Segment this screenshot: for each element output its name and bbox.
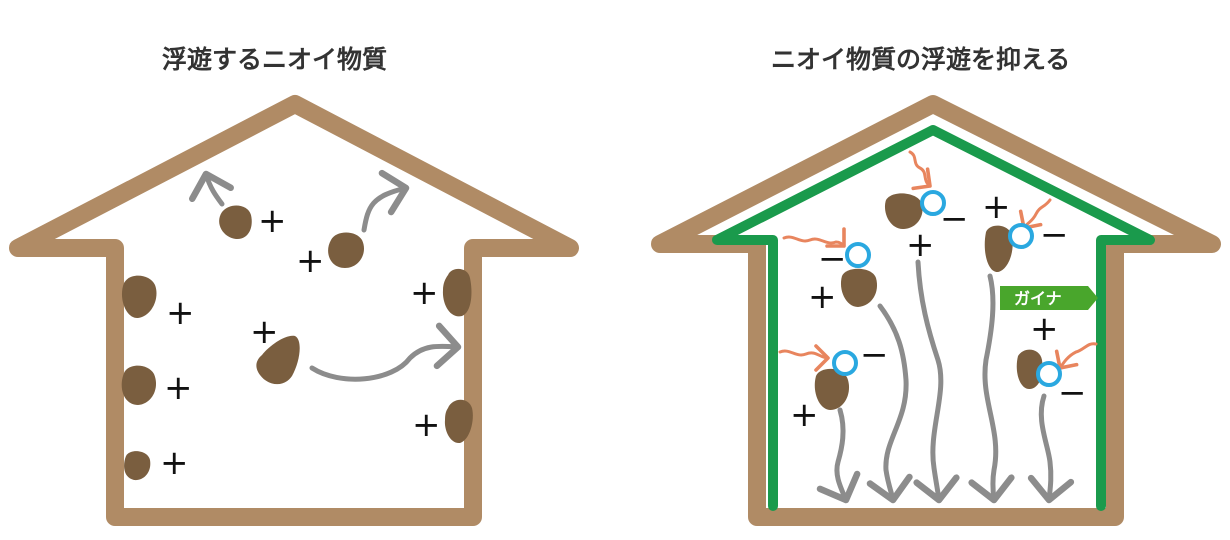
positive-charge: + <box>258 201 287 241</box>
ion-wave-arrow <box>1054 342 1098 370</box>
odor-particle <box>840 268 878 307</box>
odor-particle <box>814 368 850 410</box>
left-house <box>9 95 579 526</box>
right-odor-particles <box>814 193 1043 410</box>
right-negative-charges: − − − − − <box>818 199 1087 413</box>
positive-charge: + <box>790 395 819 435</box>
positive-charge: + <box>410 273 439 313</box>
negative-charge: − <box>940 199 969 239</box>
left-drift-arrows <box>189 169 462 382</box>
drift-arrow <box>361 169 410 233</box>
right-panel-title: ニオイ物質の浮遊を抑える <box>771 45 1071 74</box>
ion-wave-arrow <box>782 227 846 248</box>
positive-charge: + <box>1030 309 1059 349</box>
right-ion-waves <box>778 150 1098 372</box>
ion-wave-arrow <box>908 150 932 191</box>
odor-particle <box>328 232 365 268</box>
positive-charge: + <box>160 443 189 483</box>
left-odor-particles <box>121 205 473 481</box>
positive-charge: + <box>982 187 1011 227</box>
positive-charge: + <box>296 241 325 281</box>
settling-arrow <box>968 273 1015 504</box>
negative-charge: − <box>860 335 889 375</box>
negative-charge: − <box>1040 215 1069 255</box>
gaina-coating-layer <box>712 125 1155 511</box>
negative-ion-ring <box>845 242 871 268</box>
left-positive-charges: + + + + + + + + <box>160 201 441 483</box>
settling-arrow <box>866 303 913 504</box>
right-house <box>651 95 1221 526</box>
negative-charge: − <box>1058 373 1087 413</box>
ion-wave-arrow <box>778 344 830 372</box>
right-positive-charges: + + + + + <box>790 187 1059 435</box>
positive-charge: + <box>250 312 279 352</box>
positive-charge: + <box>164 368 193 408</box>
odor-particle <box>256 335 300 385</box>
positive-charge: + <box>808 277 837 317</box>
positive-charge: + <box>166 293 195 333</box>
negative-ion-ring <box>1036 361 1062 387</box>
positive-charge: + <box>412 405 441 445</box>
odor-particle <box>121 275 157 319</box>
left-panel-title: 浮遊するニオイ物質 <box>162 45 388 74</box>
settling-arrow <box>1027 393 1075 504</box>
negative-ion-ring <box>920 190 946 216</box>
negative-ion-ring <box>1008 223 1034 249</box>
ion-wave-arrow <box>1018 198 1052 230</box>
drift-arrow <box>309 322 462 382</box>
right-negative-ions <box>832 190 1062 387</box>
gaina-label-text: ガイナ <box>1014 289 1062 308</box>
gaina-label: ガイナ <box>1000 286 1098 310</box>
positive-charge: + <box>906 225 935 265</box>
odor-particle <box>984 225 1013 273</box>
negative-ion-ring <box>832 350 858 376</box>
gaina-label-tag <box>1000 286 1098 310</box>
odor-particle <box>444 399 473 444</box>
drift-arrow <box>189 170 234 207</box>
negative-charge: − <box>818 239 847 279</box>
right-settling-arrows <box>816 259 1075 504</box>
odor-particle <box>219 205 252 240</box>
odor-particle <box>121 365 157 405</box>
right-house-outline <box>651 95 1221 526</box>
odor-particle <box>124 451 151 481</box>
settling-arrow <box>913 259 960 504</box>
odor-particle <box>1016 349 1043 390</box>
odor-particle <box>442 268 472 317</box>
odor-particle <box>884 193 923 230</box>
left-house-outline <box>9 95 579 526</box>
settling-arrow <box>816 407 861 504</box>
